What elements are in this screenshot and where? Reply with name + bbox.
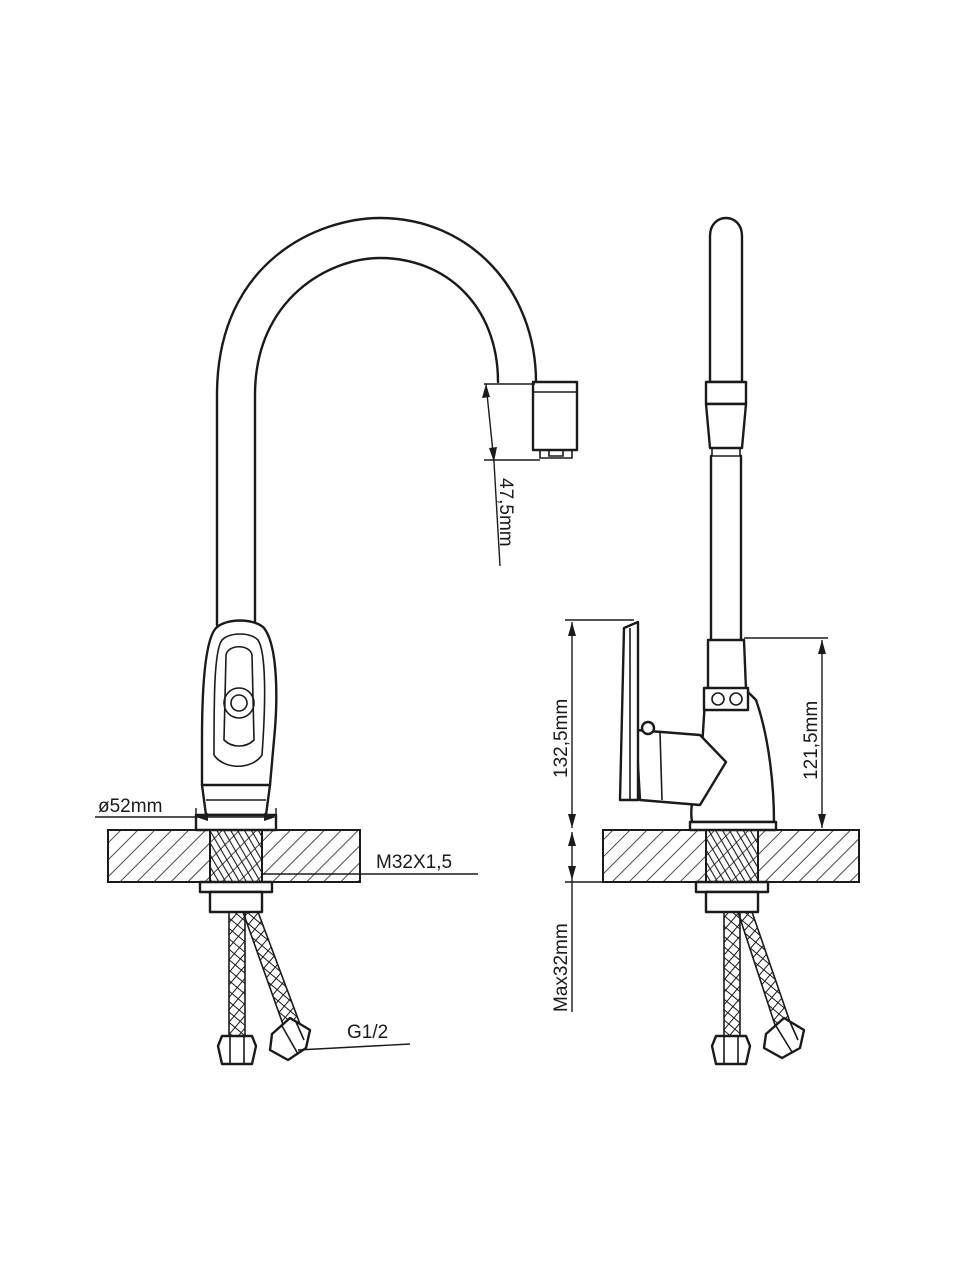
side-view: 132,5mm 121,5mm Max32mm [551,217,860,1066]
base-diameter-label: ø52mm [98,796,162,817]
side-shank [694,829,770,914]
spout-height-label: 47,5mm [495,478,516,547]
thread-label: M32X1,5 [376,852,452,873]
front-spout [215,216,579,627]
side-hoses [710,911,806,1066]
max-counter-thickness-label: Max32mm [551,923,572,1012]
front-view: 47,5mm ø52mm M32X1,5 G1/2 [95,216,579,1066]
side-spout [704,217,748,642]
front-body [194,619,278,832]
hose-connector-label: G1/2 [347,1022,388,1043]
front-shank [198,829,274,914]
side-dimensions [565,619,828,1012]
body-height-label: 121,5mm [801,701,822,780]
front-hoses [216,911,312,1066]
handle-height-label: 132,5mm [551,699,572,778]
side-body [618,620,778,832]
front-dimensions [95,383,540,1051]
